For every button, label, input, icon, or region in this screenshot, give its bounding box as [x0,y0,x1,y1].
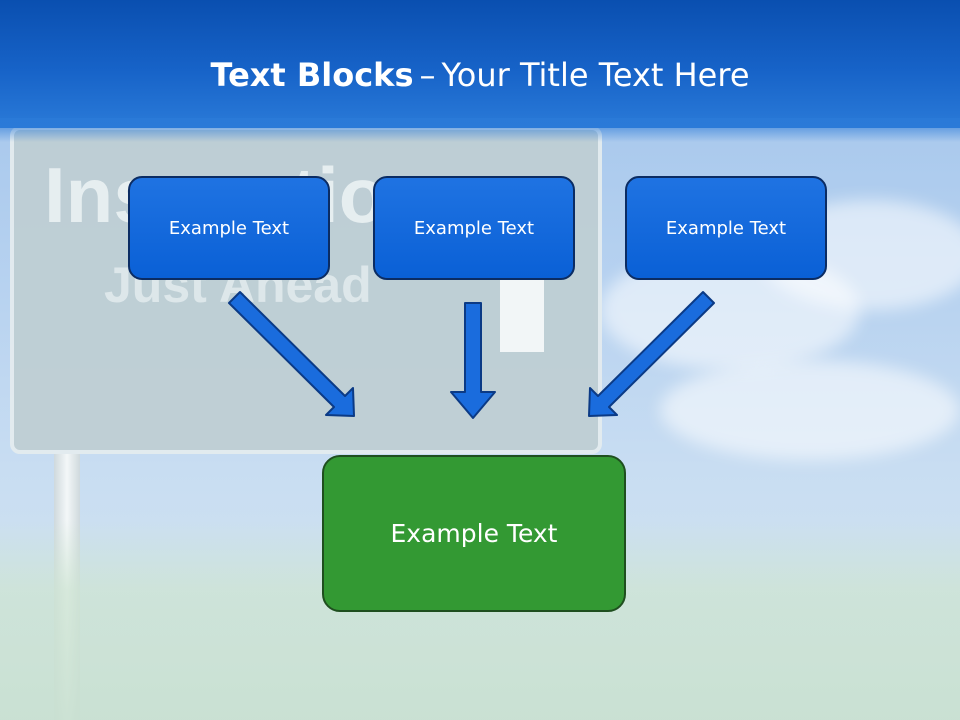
arrow-right-diagonal [588,291,715,417]
title-dash: – [419,56,436,94]
title-regular-part: Your Title Text Here [441,56,750,94]
bottom-text-box[interactable]: Example Text [322,455,626,612]
top-text-box-3-label: Example Text [665,217,787,239]
slide-title: Text Blocks–Your Title Text Here [0,52,960,98]
title-bold-part: Text Blocks [210,56,414,94]
top-text-box-1-label: Example Text [168,217,290,239]
arrow-left-diagonal [228,291,355,417]
top-text-box-2-label: Example Text [413,217,535,239]
sign-arrow-shape [500,270,544,352]
arrow-down [450,302,496,419]
top-text-box-1[interactable]: Example Text [128,176,330,280]
bottom-text-box-label: Example Text [390,519,558,548]
top-text-box-3[interactable]: Example Text [625,176,827,280]
cloud-shape [660,360,960,460]
title-bar [0,0,960,128]
top-text-box-2[interactable]: Example Text [373,176,575,280]
title-bar-fade [0,118,960,142]
